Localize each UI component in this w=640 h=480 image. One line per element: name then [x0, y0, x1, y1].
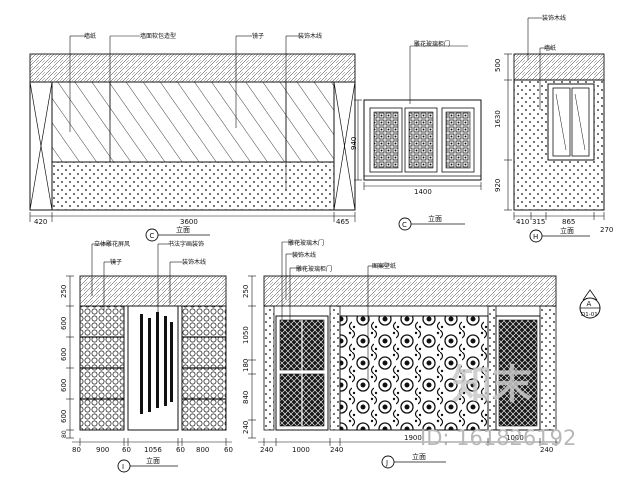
dim-c-2: 465	[336, 218, 349, 226]
ceiling-band-i	[79, 275, 227, 307]
dim-j-b4: 1000	[506, 434, 524, 442]
dim-d-w: 1400	[414, 188, 432, 196]
dim-h-l0: 500	[494, 59, 502, 72]
pattern-wallpaper	[339, 315, 489, 431]
watermark-brand: 知末	[452, 362, 532, 408]
dim-i-b2: 60	[122, 446, 131, 454]
dim-j-b3: 1900	[404, 434, 422, 442]
elevation-c: 墙纸 墙面软包造型 镜子 装饰木线 420 3600 465 C	[29, 32, 356, 242]
dim-h-l1: 1630	[494, 110, 502, 128]
dims-c	[29, 212, 356, 222]
callout-mirror: 镜子	[252, 32, 264, 40]
dim-i-b5: 800	[196, 446, 209, 454]
dim-i-b4: 60	[176, 446, 185, 454]
callout-j-trim: 装饰木线	[292, 251, 316, 259]
dim-h-b1: 315	[532, 218, 545, 226]
callout-j-door: 雕花玻璃木门	[288, 239, 324, 247]
callout-i-screen: 立体雕花屏风	[94, 240, 130, 248]
dim-j-l0: 250	[242, 285, 250, 298]
dim-j-b2: 240	[330, 446, 343, 454]
dim-h-l2: 920	[494, 179, 502, 192]
dim-c-0: 420	[34, 218, 47, 226]
dim-j-b0: 240	[260, 446, 273, 454]
title-i: 立面	[146, 456, 160, 465]
tag-c: C	[150, 232, 155, 240]
callout-i-trim: 装饰木线	[182, 258, 206, 266]
dim-i-b3: 1056	[144, 446, 162, 454]
callout-wall-softpack: 墙面软包造型	[140, 32, 176, 40]
calligraphy-panel	[127, 305, 179, 431]
dim-h-b2: 865	[562, 218, 575, 226]
callout-i-calligraphy: 书法字画装饰	[168, 240, 204, 248]
pillar-j-end	[539, 305, 557, 431]
elevation-j: 雕花玻璃木门 装饰木线 雕花玻璃柜门 图案壁纸 250 1050 180 840…	[242, 239, 601, 469]
section-mark-sheet: D1-01	[581, 312, 598, 318]
dim-j-l4: 240	[242, 421, 250, 434]
tag-d: C	[402, 221, 407, 229]
callout-h-wallpaper: 墙纸	[544, 44, 556, 52]
watermark-id: ID: 161826192	[420, 426, 577, 450]
pillar-j-left	[263, 305, 275, 431]
pillar-j-mid	[329, 305, 341, 431]
calligraphy-strokes	[140, 312, 173, 414]
dim-h-b0: 410	[516, 218, 529, 226]
callout-j-cabinet: 雕花玻璃柜门	[296, 265, 332, 273]
dim-i-b6: 60	[224, 446, 233, 454]
ceiling-band	[29, 53, 356, 83]
title-d: 立面	[428, 214, 442, 223]
callout-i-mirror: 镜子	[110, 258, 122, 266]
dim-i-l5: 80	[61, 430, 68, 438]
section-mark-num: A	[587, 300, 592, 308]
dim-d-h: 940	[350, 137, 358, 150]
dim-i-l1: 600	[60, 317, 68, 330]
elevation-i: 立体雕花屏风 镜子 书法字画装饰 装饰木线 250 600 600 600 60…	[60, 240, 233, 473]
dim-j-b5: 240	[540, 446, 553, 454]
callout-wallpaper: 墙纸	[84, 32, 96, 40]
tag-i: I	[122, 463, 124, 471]
dim-i-l3: 600	[60, 379, 68, 392]
dim-h-b3: 270	[600, 226, 613, 234]
wall-mirror-area	[51, 81, 335, 163]
elevation-h: 装饰木线 墙纸 500 1630 920 410 315 865 270 H 立…	[494, 14, 613, 243]
section-mark	[579, 289, 601, 319]
tag-j: J	[385, 459, 388, 467]
dim-j-l3: 840	[242, 391, 250, 404]
dim-j-b1: 1000	[292, 446, 310, 454]
dim-i-l0: 250	[60, 285, 68, 298]
dim-i-l4: 600	[60, 410, 68, 423]
tag-h: H	[533, 233, 538, 241]
title-h: 立面	[560, 226, 574, 235]
dim-j-l1: 1050	[242, 326, 250, 344]
leaders-c	[69, 35, 300, 190]
callout-trim: 装饰木线	[298, 32, 322, 40]
title-j: 立面	[412, 452, 426, 461]
callout-d: 雕花玻璃柜门	[414, 40, 450, 48]
callout-j-wallpaper: 图案壁纸	[372, 262, 396, 270]
ceiling-band-j	[263, 275, 557, 307]
dim-c-1: 3600	[180, 218, 198, 226]
title-c: 立面	[176, 225, 190, 234]
ceiling-band-h	[513, 53, 605, 81]
dim-j-l2: 180	[242, 359, 250, 372]
softpack-panel	[51, 161, 335, 211]
dim-i-b1: 900	[96, 446, 109, 454]
callout-h-trim: 装饰木线	[542, 14, 566, 22]
dim-i-b0: 80	[72, 446, 81, 454]
elevation-d: 雕花玻璃柜门 1400 940 C 立面	[350, 40, 482, 231]
dim-i-l2: 600	[60, 348, 68, 361]
